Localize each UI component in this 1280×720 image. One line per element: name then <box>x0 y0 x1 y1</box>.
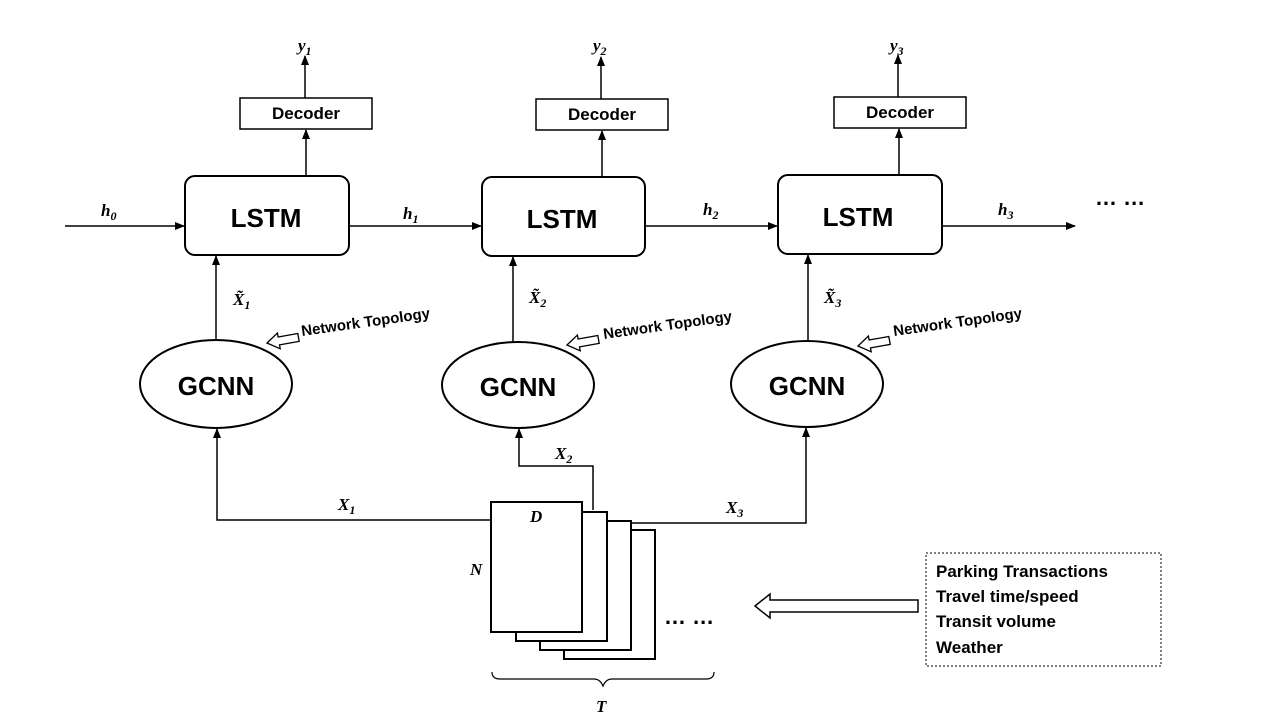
x1-label: X1 <box>337 495 355 517</box>
tensor-nodes-label: N <box>469 560 483 579</box>
decoder-1-label: Decoder <box>272 104 340 123</box>
output-y2-label: y2 <box>591 36 607 58</box>
tensor-time-label: T <box>596 697 607 716</box>
tensor-stack-ellipsis: … … <box>664 604 714 629</box>
data-source-arrow <box>753 592 919 620</box>
x3-connector <box>630 427 810 524</box>
x1-connector <box>213 428 491 521</box>
data-source-item: Weather <box>936 638 1003 657</box>
lstm-2-label: LSTM <box>527 204 598 234</box>
topology-arrow-2 <box>565 333 600 352</box>
h0-label: h0 <box>101 201 116 223</box>
x2-label: X2 <box>554 444 572 466</box>
xtilde-1-label: X̃1 <box>232 290 250 312</box>
h1-label: h1 <box>403 204 418 226</box>
data-source-item: Travel time/speed <box>936 587 1079 606</box>
lstm-1: LSTM <box>184 175 350 256</box>
tensor-stack <box>490 501 656 660</box>
x2-connector <box>515 428 594 510</box>
topology-arrow-3 <box>856 334 891 353</box>
x3-label: X3 <box>725 498 743 520</box>
lstm-1-label: LSTM <box>231 203 302 233</box>
data-source-item: Parking Transactions <box>936 562 1108 581</box>
output-y1-label: y1 <box>296 36 312 58</box>
topology-label-2: Network Topology <box>602 308 733 343</box>
time-brace <box>491 671 715 688</box>
xtilde-2-label: X̃2 <box>528 288 546 310</box>
tensor-slice-1 <box>490 501 583 633</box>
h2-label: h2 <box>703 200 718 222</box>
lstm-3-label: LSTM <box>823 202 894 232</box>
decoder-2: Decoder <box>535 98 669 131</box>
h3-label: h3 <box>998 200 1013 222</box>
tensor-depth-label: D <box>529 507 542 526</box>
xtilde-3-label: X̃3 <box>823 288 841 310</box>
gcnn-3-label: GCNN <box>769 371 846 401</box>
trailing-ellipsis: … … <box>1095 185 1145 210</box>
lstm-3: LSTM <box>777 174 943 255</box>
data-sources-box: Parking Transactions Travel time/speed T… <box>925 552 1162 667</box>
decoder-1: Decoder <box>239 97 373 130</box>
gcnn-1-label: GCNN <box>178 371 255 401</box>
gcnn-2-label: GCNN <box>480 372 557 402</box>
topology-arrow-1 <box>265 331 300 350</box>
topology-label-1: Network Topology <box>300 305 431 340</box>
output-y3-label: y3 <box>888 36 904 58</box>
decoder-3: Decoder <box>833 96 967 129</box>
decoder-3-label: Decoder <box>866 103 934 122</box>
gcnn-1: GCNN <box>139 339 293 429</box>
data-source-item: Transit volume <box>936 612 1056 631</box>
gcnn-3: GCNN <box>730 340 884 428</box>
gcnn-2: GCNN <box>441 341 595 429</box>
lstm-2: LSTM <box>481 176 646 257</box>
decoder-2-label: Decoder <box>568 105 636 124</box>
topology-label-3: Network Topology <box>892 305 1023 340</box>
